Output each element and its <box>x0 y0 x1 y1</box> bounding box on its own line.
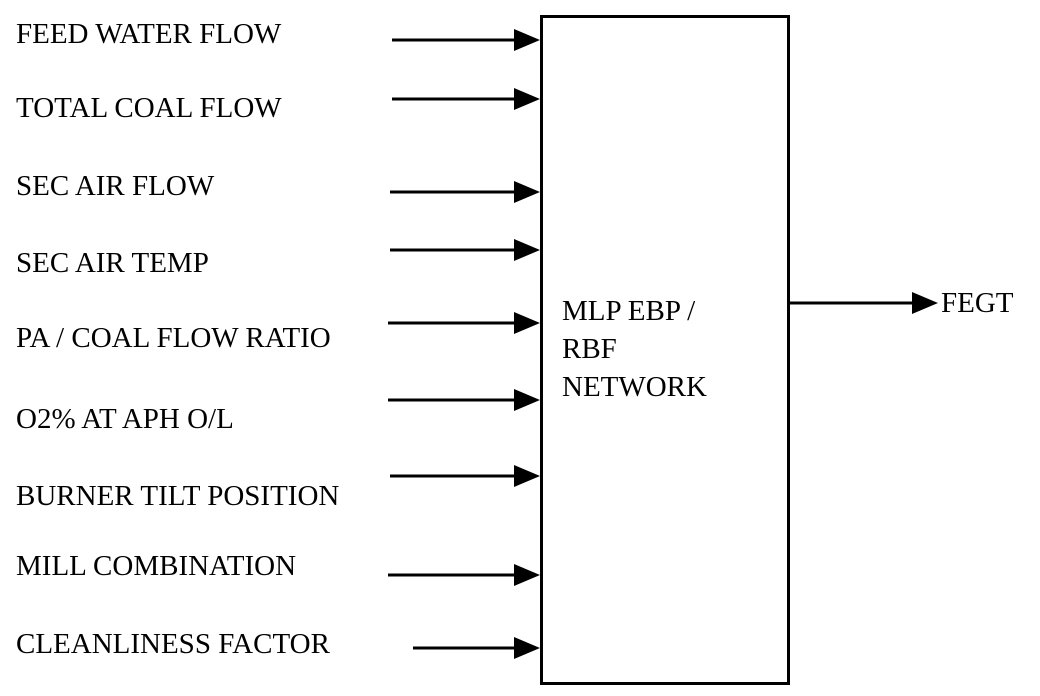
arrowhead-icon <box>514 564 540 586</box>
arrow-shaft <box>388 573 520 577</box>
input-arrow-mill-combination <box>388 563 540 587</box>
arrowhead-icon <box>514 181 540 203</box>
input-arrow-pa-coal-flow-ratio <box>388 311 540 335</box>
arrowhead-icon <box>514 312 540 334</box>
input-label-o2-at-aph-ol: O2% AT APH O/L <box>16 403 234 435</box>
arrowhead-icon <box>514 88 540 110</box>
output-arrow-fegt <box>790 291 938 315</box>
input-label-burner-tilt-position: BURNER TILT POSITION <box>16 480 340 512</box>
network-box-label-line1: MLP EBP / <box>562 295 696 327</box>
input-arrow-total-coal-flow <box>392 87 540 111</box>
input-label-cleanliness-factor: CLEANLINESS FACTOR <box>16 628 330 660</box>
input-arrow-sec-air-temp <box>390 238 540 262</box>
arrowhead-icon <box>514 465 540 487</box>
network-box <box>540 15 790 685</box>
input-arrow-feed-water-flow <box>392 28 540 52</box>
input-label-total-coal-flow: TOTAL COAL FLOW <box>16 92 282 124</box>
arrow-shaft <box>392 97 520 101</box>
input-arrow-sec-air-flow <box>390 180 540 204</box>
arrow-shaft <box>413 646 520 650</box>
input-label-sec-air-temp: SEC AIR TEMP <box>16 247 209 279</box>
arrowhead-icon <box>514 389 540 411</box>
arrowhead-icon <box>514 29 540 51</box>
network-box-label: MLP EBP / RBF NETWORK <box>562 292 707 406</box>
arrow-shaft <box>390 474 520 478</box>
arrowhead-icon <box>514 239 540 261</box>
input-label-pa-coal-flow-ratio: PA / COAL FLOW RATIO <box>16 322 331 354</box>
arrowhead-icon <box>912 292 938 314</box>
arrow-shaft <box>388 321 520 325</box>
network-box-label-line2: RBF <box>562 333 617 365</box>
input-arrow-o2-at-aph-ol <box>388 388 540 412</box>
input-label-feed-water-flow: FEED WATER FLOW <box>16 18 282 50</box>
input-label-sec-air-flow: SEC AIR FLOW <box>16 170 215 202</box>
output-label-fegt: FEGT <box>941 287 1014 319</box>
arrow-shaft <box>388 398 520 402</box>
arrow-shaft <box>790 301 918 305</box>
network-box-label-line3: NETWORK <box>562 371 707 403</box>
arrowhead-icon <box>514 637 540 659</box>
input-arrow-burner-tilt-position <box>390 464 540 488</box>
arrow-shaft <box>392 38 520 42</box>
input-arrow-cleanliness-factor <box>413 636 540 660</box>
arrow-shaft <box>390 190 520 194</box>
arrow-shaft <box>390 248 520 252</box>
input-label-mill-combination: MILL COMBINATION <box>16 550 297 582</box>
